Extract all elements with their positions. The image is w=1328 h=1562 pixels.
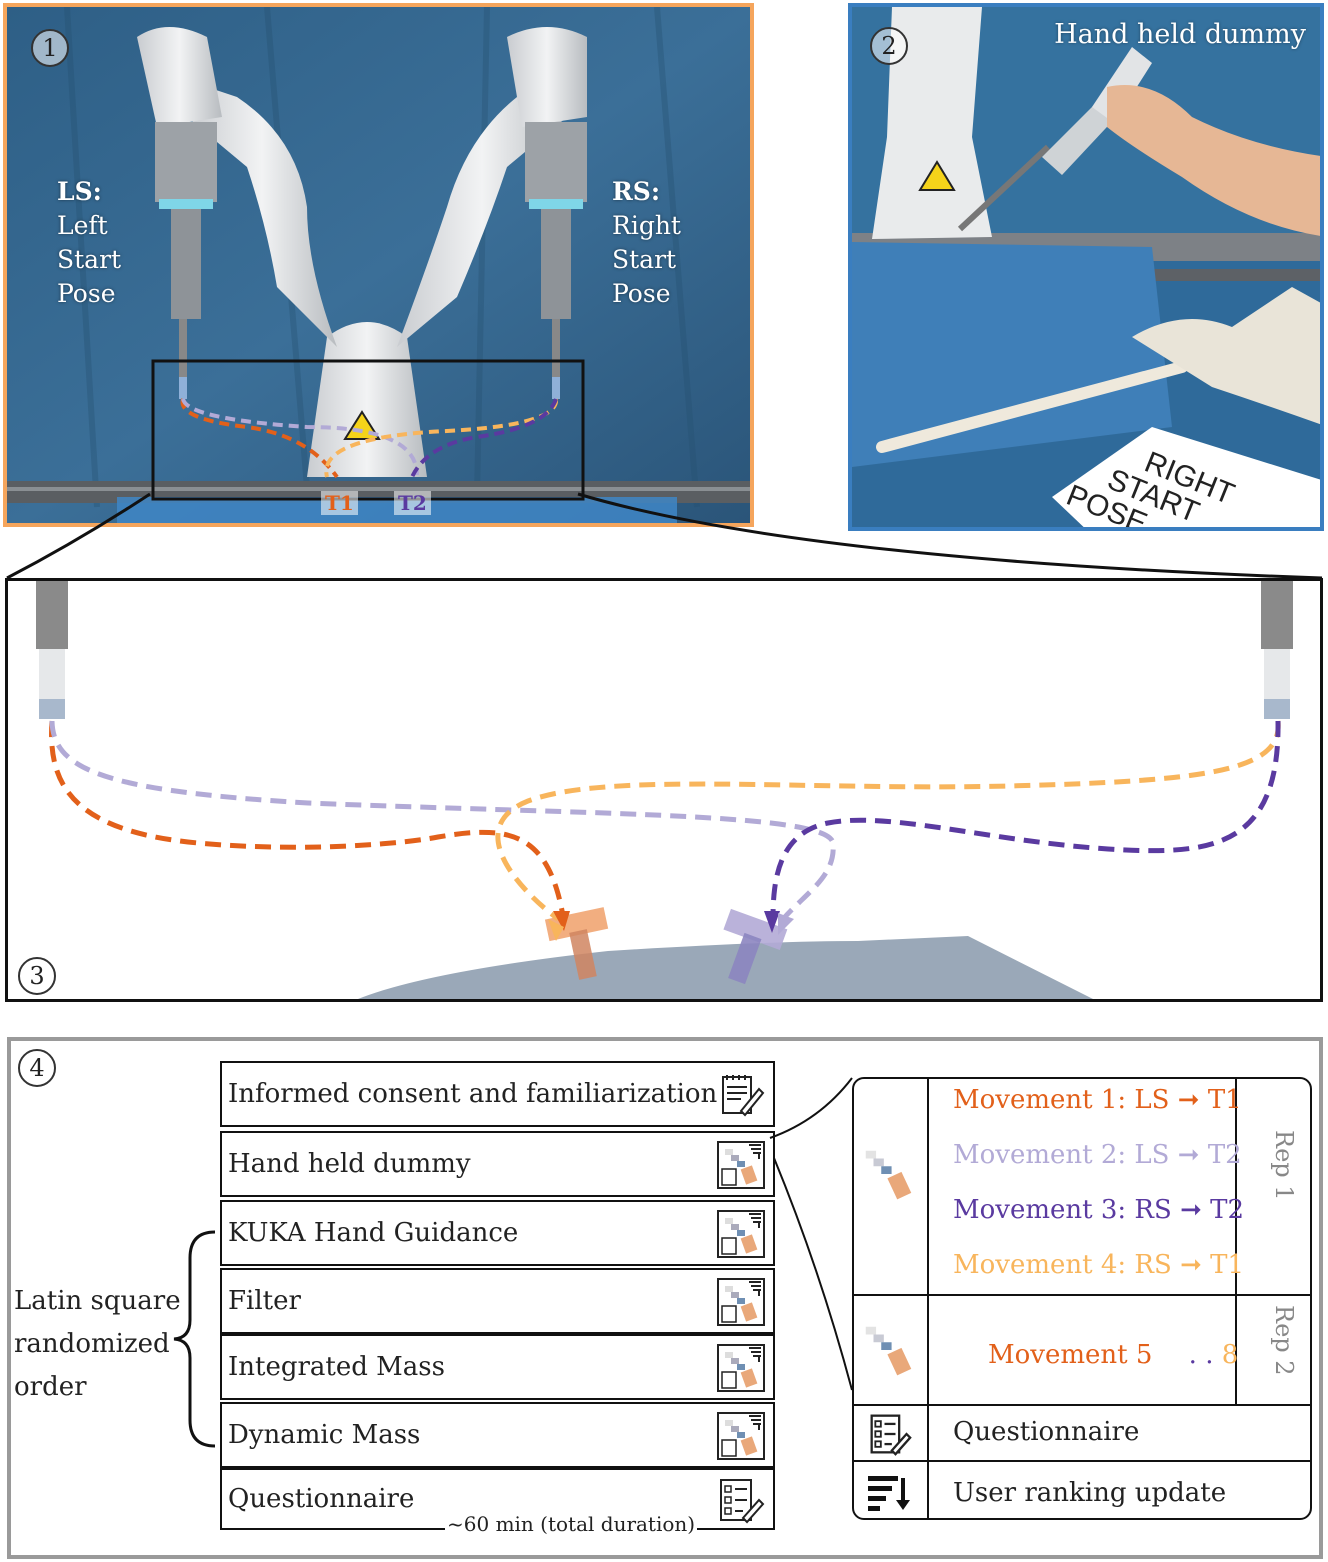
right-start-pose-line-2: Start: [612, 245, 677, 274]
latin-square-line-2: randomized: [14, 1329, 170, 1359]
step-informed-consent: Informed consent and familiarization: [220, 1061, 775, 1127]
step-label: Filter: [228, 1286, 301, 1316]
panel-2-title: Hand held dummy: [1054, 19, 1306, 50]
step-label: KUKA Hand Guidance: [228, 1218, 519, 1248]
panel-2-hand-held-photo: 2 Hand held dummy RIGHT START POSE: [848, 3, 1324, 531]
trajectory-schematic: [36, 581, 1293, 999]
checklist-icon: [870, 1414, 912, 1456]
target-t1-tag: T1: [321, 491, 358, 515]
movement-4: Movement 4: RS ➞ T1: [953, 1250, 1244, 1280]
movement-5: Movement 5 . . 8: [988, 1340, 1238, 1370]
right-start-pose-line-1: Right: [612, 211, 681, 240]
panel-3-trajectory-schematic: 3: [5, 578, 1323, 1002]
target-t2-marker: [723, 908, 788, 985]
step-kuka-hand-guidance: KUKA Hand Guidance: [220, 1200, 775, 1266]
step-label: Dynamic Mass: [228, 1420, 421, 1450]
latin-square-line-3: order: [14, 1372, 87, 1402]
rep-2-label: Rep 2: [1270, 1305, 1298, 1376]
movement-2-label: Movement 2: LS: [953, 1140, 1170, 1170]
step-label: Hand held dummy: [228, 1149, 471, 1179]
movement-3-label: Movement 3: RS: [953, 1195, 1172, 1225]
step-label: Integrated Mass: [228, 1352, 445, 1382]
hand-held-scene-illustration: [852, 7, 1320, 527]
left-tool-shaft: [36, 581, 68, 649]
movement-1-target: T1: [1207, 1085, 1242, 1115]
target-t2-tag: T2: [394, 491, 431, 515]
detail-connector-lines: [769, 1077, 853, 1391]
movement-2: Movement 2: LS ➞ T2: [953, 1140, 1242, 1170]
trajectory-rs-t1: [495, 720, 1281, 921]
task-sequence-icon: [717, 1210, 765, 1258]
latin-square-label: Latin square randomized order: [14, 1280, 181, 1409]
trajectory-ls-t2: [49, 720, 836, 921]
right-tool-shaft: [1261, 581, 1293, 649]
arrow-right-icon: ➞: [1177, 1140, 1200, 1170]
total-duration-label: ~60 min (total duration): [445, 1512, 698, 1536]
movement-8: 8: [1221, 1340, 1239, 1370]
movement-2-target: T2: [1207, 1140, 1242, 1170]
sort-descending-icon: [868, 1476, 910, 1511]
movement-3-target: T2: [1210, 1195, 1245, 1225]
movement-4-target: T1: [1210, 1250, 1245, 1280]
step-filter: Filter: [220, 1268, 775, 1334]
trajectory-rs-t2: [770, 720, 1281, 920]
robot-scene-illustration: [7, 7, 750, 523]
task-sequence-icon: [717, 1141, 765, 1189]
left-start-pose-line-1: Left: [57, 211, 108, 240]
movement-3: Movement 3: RS ➞ T2: [953, 1195, 1244, 1225]
tissue-surface: [358, 936, 1093, 999]
step-label: Informed consent and familiarization: [228, 1079, 718, 1109]
right-start-pose-abbr: RS:: [612, 177, 661, 206]
zoom-connector-lines: [6, 492, 1323, 580]
movement-dots: . .: [1188, 1340, 1214, 1370]
checklist-icon: [720, 1479, 765, 1524]
movement-sequence-icon: [865, 1326, 912, 1376]
panel-1-badge: 1: [31, 29, 69, 67]
rep-1-label: Rep 1: [1270, 1130, 1298, 1201]
arrow-right-icon: ➞: [1180, 1195, 1202, 1225]
panel-3-badge: 3: [18, 957, 56, 995]
left-start-pose-label: LS: Left Start Pose: [57, 175, 121, 311]
arrow-right-icon: ➞: [1177, 1085, 1200, 1115]
panel-1-robot-photo: 1 LS: Left Start Pose RS: Right Start Po…: [3, 3, 754, 527]
step-hand-held-dummy: Hand held dummy: [220, 1131, 775, 1197]
step-integrated-mass: Integrated Mass: [220, 1334, 775, 1400]
trajectory-ls-t1: [49, 720, 566, 917]
user-ranking-update-label: User ranking update: [953, 1478, 1227, 1508]
right-start-pose-line-3: Pose: [612, 279, 671, 308]
task-sequence-icon: [717, 1344, 765, 1392]
detail-questionnaire-label: Questionnaire: [953, 1417, 1140, 1447]
movement-detail-box: [852, 1077, 1312, 1520]
task-sequence-icon: [717, 1278, 765, 1326]
curly-brace: [173, 1230, 216, 1448]
left-start-pose-line-3: Pose: [57, 279, 116, 308]
left-start-pose-line-2: Start: [57, 245, 122, 274]
panel-4-badge: 4: [18, 1049, 56, 1087]
movement-1: Movement 1: LS ➞ T1: [953, 1085, 1242, 1115]
notepad-pencil-icon: [722, 1075, 765, 1117]
panel-4-study-protocol: [7, 1037, 1323, 1559]
task-sequence-icon: [717, 1412, 765, 1460]
panel-2-badge: 2: [870, 27, 908, 65]
step-dynamic-mass: Dynamic Mass: [220, 1402, 775, 1468]
left-start-pose-abbr: LS:: [57, 177, 102, 206]
step-label: Questionnaire: [228, 1484, 415, 1514]
detail-box-grid: [852, 1077, 1312, 1520]
right-start-pose-label: RS: Right Start Pose: [612, 175, 681, 311]
movement-1-label: Movement 1: LS: [953, 1085, 1170, 1115]
arrow-right-icon: ➞: [1180, 1250, 1202, 1280]
movement-sequence-icon: [865, 1150, 912, 1200]
movement-4-label: Movement 4: RS: [953, 1250, 1172, 1280]
latin-square-line-1: Latin square: [14, 1286, 181, 1316]
movement-5-label: Movement 5: [988, 1340, 1153, 1370]
